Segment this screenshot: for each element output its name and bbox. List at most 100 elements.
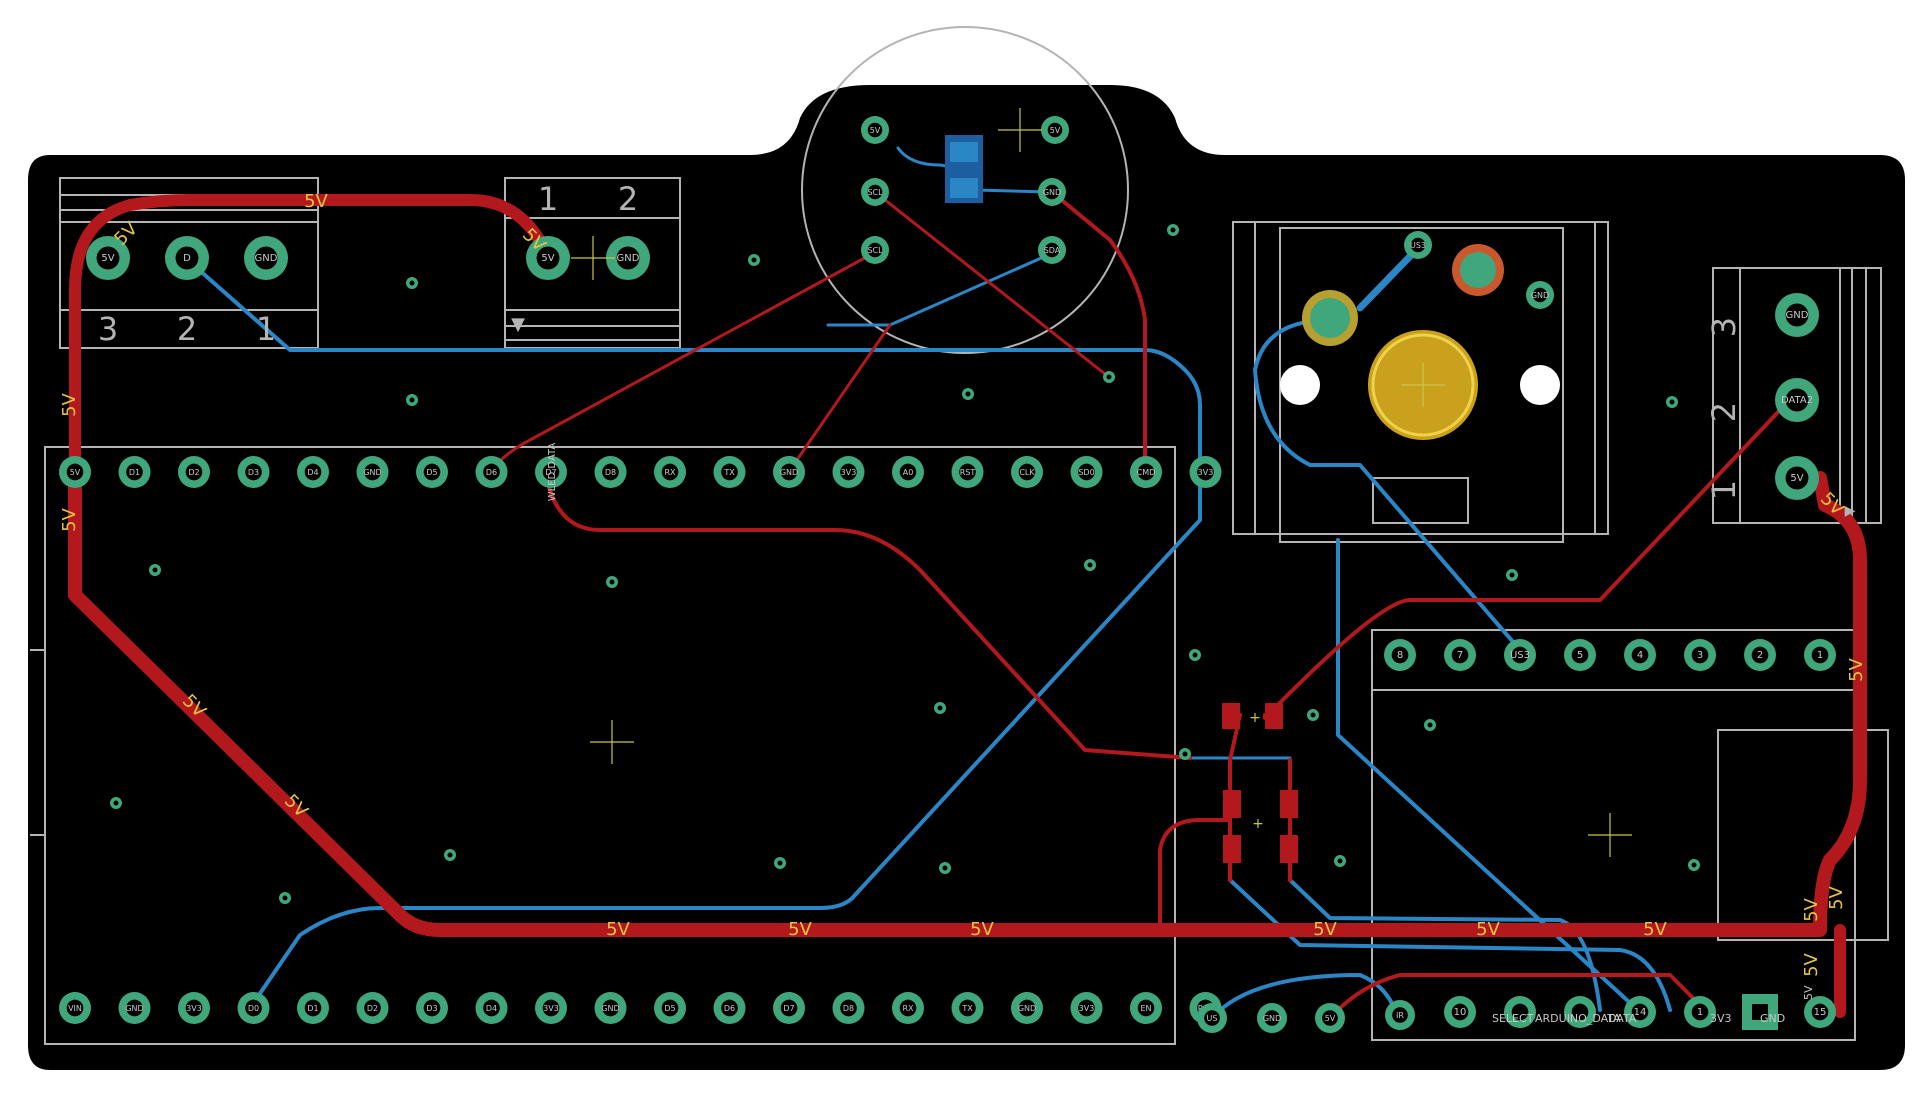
mcu-top-pin: RST: [951, 456, 984, 488]
ir-pad: US: [1197, 1003, 1227, 1033]
pad-label: RST: [960, 468, 976, 477]
net-label-5v: 5V: [1826, 885, 1847, 909]
relay-pin: 1: [1804, 639, 1836, 671]
via-hole: [1192, 652, 1198, 658]
pad-label: 5V: [101, 253, 114, 264]
via-hole: [1669, 399, 1675, 405]
br-pad: 14: [1624, 996, 1656, 1028]
pad-hole: [616, 246, 640, 270]
pad-hole: [542, 463, 560, 481]
pad-hole: [1571, 1003, 1589, 1021]
net-label-5v: 5V: [1801, 897, 1822, 921]
mcu-top-pin: GND: [356, 456, 389, 488]
br-label-5v: 5V: [1802, 985, 1815, 1000]
br-label-select: SELECT: [1492, 1012, 1534, 1025]
pad-hole: [536, 246, 560, 270]
pad-label: GND: [1786, 310, 1809, 321]
pad-label: GND: [255, 253, 278, 264]
pad-label: A0: [903, 468, 914, 477]
pad-label: GND: [617, 253, 640, 264]
pad-hole: [1204, 1010, 1220, 1026]
pad-hole: [1197, 463, 1214, 481]
mcu-bottom-pin: 3V3: [1070, 992, 1103, 1024]
net-label-5v: 5V: [606, 919, 630, 940]
pad-hole: [304, 463, 322, 481]
pad-label: US3: [1410, 241, 1426, 250]
pad-label: D8: [843, 1004, 854, 1013]
pad-label: RX: [664, 468, 676, 477]
br-pad: [1564, 996, 1596, 1028]
relay-pin: 5: [1564, 639, 1596, 671]
pad-hole: [840, 463, 857, 481]
sensor-pad: SCL: [861, 236, 889, 264]
terminal-mid-pad: 5V: [526, 236, 570, 280]
smd-pad-r1-b: [1223, 835, 1241, 863]
pad-hole: [959, 463, 976, 481]
sensor-pad: SCL: [861, 178, 889, 206]
pad-label: D3: [426, 1004, 437, 1013]
terminal-right-number: 2: [1705, 402, 1743, 422]
br-label-arduino: ARDUINO_DATA: [1535, 1012, 1621, 1025]
top-trace-i: [1158, 818, 1232, 932]
top-trace-d: [1050, 190, 1147, 472]
terminal-left-outline: [59, 177, 319, 349]
br-label-3v3: 3V3: [1710, 1012, 1732, 1025]
net-label-5v: 5V: [304, 191, 328, 212]
relay-pin: 3: [1684, 639, 1716, 671]
mcu-top-pin: D3: [237, 456, 270, 488]
pad-label: 3: [1697, 650, 1703, 661]
mcu-bottom-pin: D2: [356, 992, 389, 1024]
br-square-hole: [1752, 1004, 1768, 1020]
pad-hole: [185, 999, 203, 1017]
pad-label: GND: [363, 468, 381, 477]
terminal-left-pad: 5V: [86, 236, 130, 280]
terminal-left-number: 3: [98, 310, 118, 348]
mcu-bottom-pin: D8: [832, 992, 865, 1024]
via-hole: [942, 865, 948, 871]
pad-label: GND: [1263, 1014, 1281, 1023]
pad-label: SDA: [1044, 246, 1061, 255]
top-5v-terminals: [69, 194, 554, 476]
pad-hole: [602, 999, 619, 1017]
pad-label: TX: [723, 468, 735, 477]
top-trace-b: [788, 323, 892, 472]
top-5v-bus: [68, 463, 1867, 937]
pad-hole: [1264, 1010, 1280, 1026]
diode-plus-mark: +: [1249, 710, 1261, 726]
pad-label: 10: [1454, 1007, 1467, 1018]
pad-label: 3V3: [1079, 1004, 1095, 1013]
via-hole: [1106, 374, 1112, 380]
pad-label: 5V: [70, 468, 81, 477]
pad-label: 4: [1637, 650, 1643, 661]
pad-hole: [175, 246, 199, 270]
module-pad: US3: [1404, 231, 1432, 259]
terminal-mid-marker-icon: ▼: [511, 314, 525, 335]
pad-label: EN: [1140, 1004, 1151, 1013]
pad-label: GND: [1018, 1004, 1036, 1013]
mcu-bottom-pin: D1: [297, 992, 329, 1024]
mcu-bottom-pin: GND: [594, 992, 627, 1024]
mcu-bottom-pin: D6: [713, 992, 746, 1024]
bottom-trace-4: [973, 188, 1052, 194]
pad-hole: [780, 999, 798, 1017]
terminal-left-pad: GND: [244, 236, 288, 280]
terminal-right-outline: [1712, 267, 1882, 524]
pad-label: 3V3: [841, 468, 857, 477]
sensor-pad: SDA: [1038, 236, 1066, 264]
br-pad: 10: [1444, 996, 1476, 1028]
led-left-pad: [1310, 298, 1350, 338]
terminal-right-number: 3: [1705, 317, 1743, 337]
br-pad: 15: [1804, 996, 1836, 1028]
mcu-top-pin: D6: [475, 456, 508, 488]
smd-pad-d1-a: [1222, 703, 1240, 729]
pad-hole: [867, 184, 883, 200]
mcu-top-pin: RX: [654, 456, 686, 488]
pad-label: DATA2: [1781, 395, 1813, 406]
mount-hole-right: [1520, 365, 1560, 405]
pad-hole: [1137, 999, 1155, 1017]
pad-hole: [1322, 1010, 1338, 1026]
pad-label: D3: [248, 468, 259, 477]
sensor-pad: GND: [1038, 178, 1066, 206]
pad-hole: [304, 999, 322, 1017]
ir-pad: IR: [1385, 1000, 1415, 1030]
